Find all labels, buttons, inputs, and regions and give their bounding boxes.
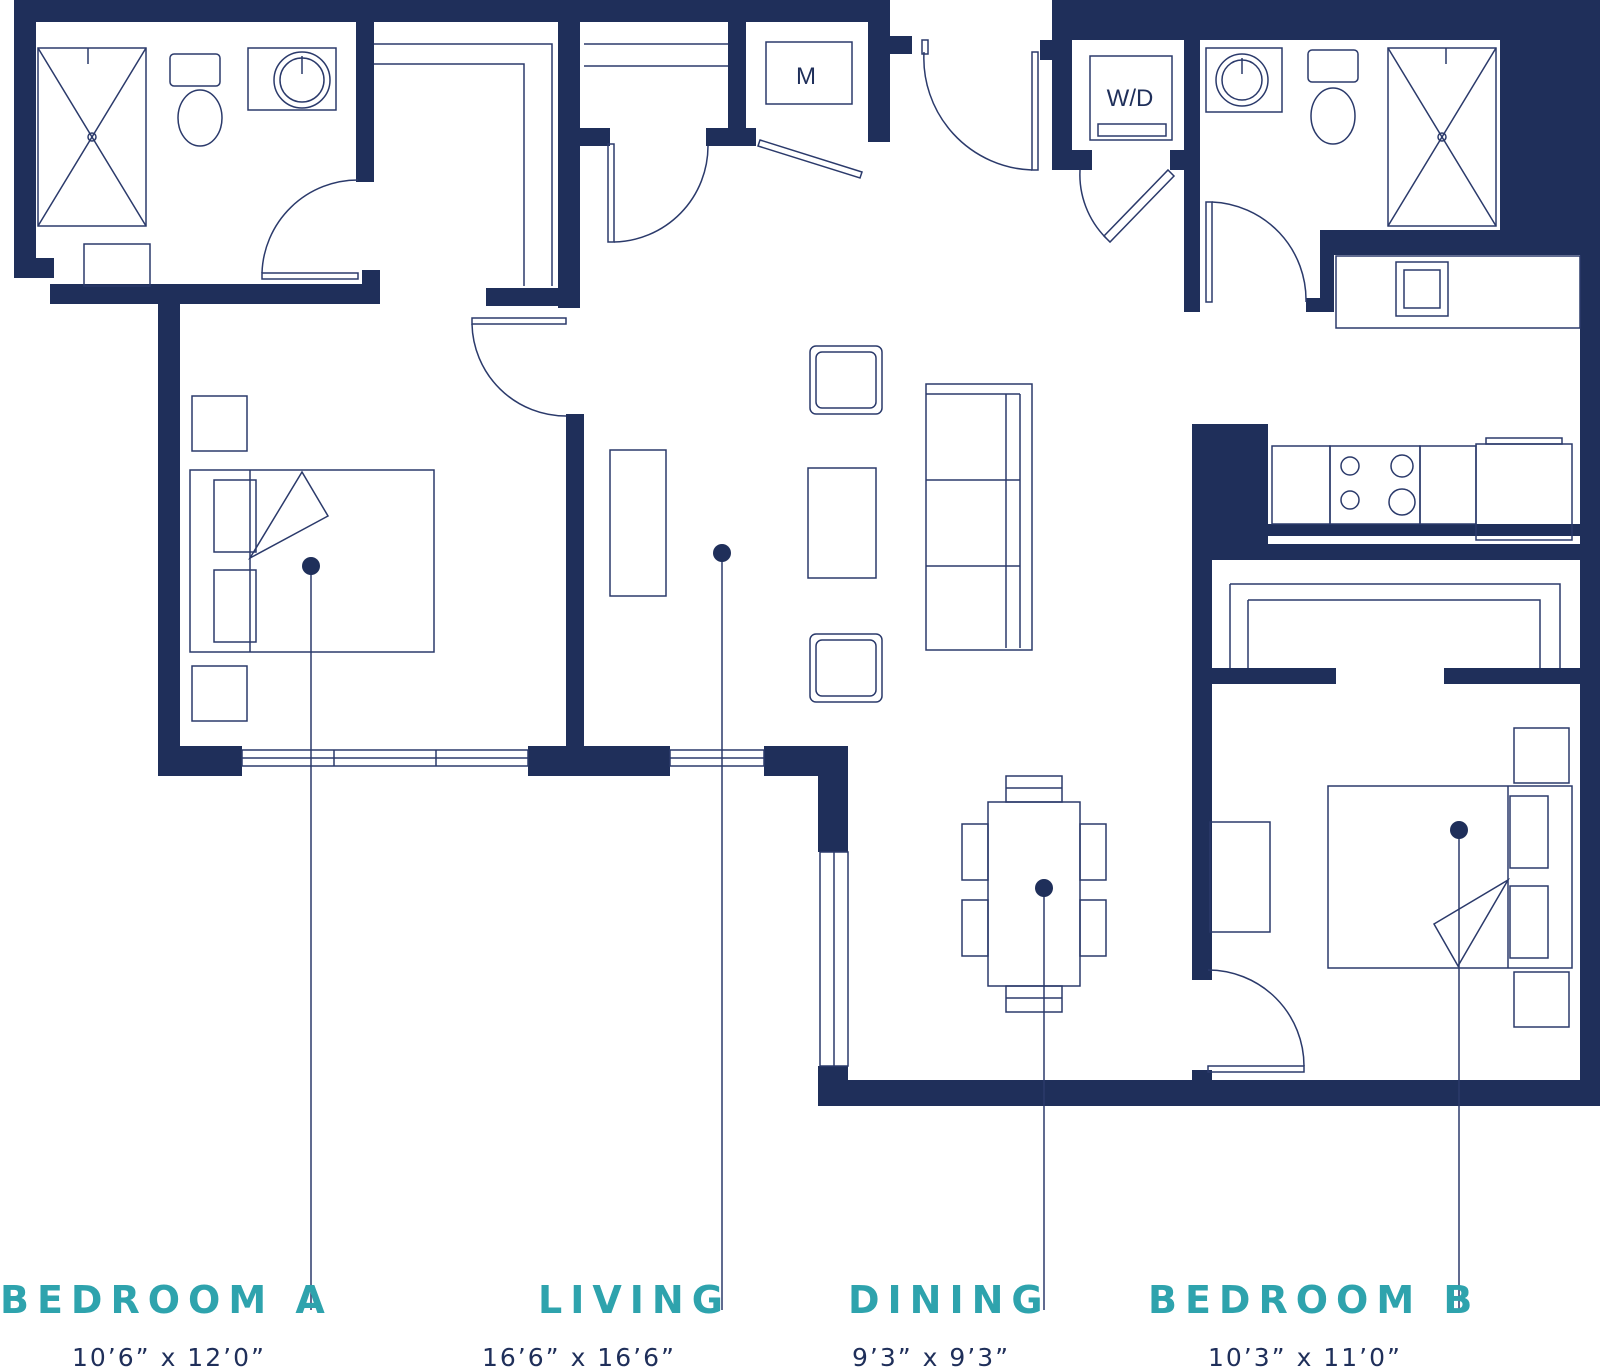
washer-dryer-label: W/D <box>1107 85 1154 112</box>
dresser <box>1209 821 1271 933</box>
windows <box>241 749 849 1067</box>
coffee-table <box>807 467 877 579</box>
sink-a <box>247 47 337 111</box>
walls <box>14 0 1600 1106</box>
stove <box>1329 445 1421 525</box>
bath-a-fixtures <box>37 47 337 287</box>
living-furniture <box>609 345 1033 703</box>
marker-bedroom-a <box>302 557 320 575</box>
kitchen-sink <box>1395 261 1449 317</box>
mechanical-label: M <box>796 63 816 90</box>
bath-b-fixtures <box>1089 47 1497 227</box>
sink-b <box>1205 47 1283 113</box>
room-dims-bedroom-b: 10’3” x 11’0” <box>1208 1343 1402 1372</box>
marker-living <box>713 544 731 562</box>
shower-a <box>37 47 147 227</box>
room-name-bedroom-a: BEDROOM A <box>0 1278 333 1322</box>
shower-b <box>1387 47 1497 227</box>
sofa <box>925 383 1033 651</box>
room-dims-living: 16’6” x 16’6” <box>482 1343 676 1372</box>
room-name-dining: DINING <box>848 1278 1051 1322</box>
mechanical-unit <box>765 41 853 105</box>
toilet-b <box>1307 49 1359 83</box>
dining-furniture <box>961 775 1107 1013</box>
washer-dryer <box>1089 55 1173 141</box>
bedroom-a-furniture <box>189 395 435 722</box>
marker-bedroom-b <box>1450 821 1468 839</box>
room-name-living: LIVING <box>538 1278 731 1322</box>
dining-table <box>987 801 1081 987</box>
tv-console <box>609 449 667 597</box>
room-markers <box>302 544 1468 1310</box>
room-dims-dining: 9’3” x 9’3” <box>852 1343 1011 1372</box>
kitchen-counter <box>1335 255 1581 329</box>
room-name-bedroom-b: BEDROOM B <box>1148 1278 1481 1322</box>
toilet-a <box>169 53 221 87</box>
kitchen <box>1271 255 1581 541</box>
bed-a <box>189 469 435 653</box>
closet-shelves <box>374 41 853 286</box>
room-dims-bedroom-a: 10’6” x 12’0” <box>72 1343 266 1372</box>
marker-dining <box>1035 879 1053 897</box>
bedroom-b-furniture <box>1209 583 1573 1028</box>
bed-b <box>1327 785 1573 969</box>
doors <box>261 39 1307 1073</box>
